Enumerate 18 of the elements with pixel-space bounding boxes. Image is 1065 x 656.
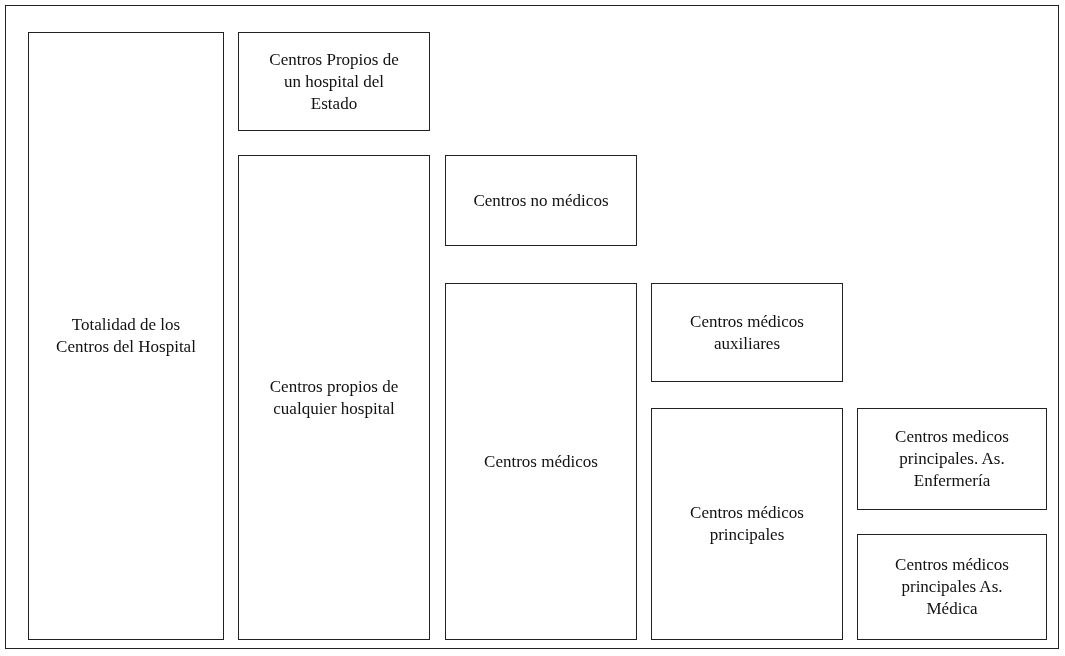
- box-label: Centros propios de cualquier hospital: [268, 375, 400, 420]
- box-label: Centros médicos principales As. Médica: [894, 554, 1010, 620]
- box-label: Centros medicos principales. As. Enfermería: [894, 426, 1010, 492]
- category-box: [28, 32, 224, 640]
- box-label: Centros médicos: [483, 450, 599, 473]
- category-box: [238, 32, 430, 131]
- category-box: [651, 408, 843, 640]
- category-box: [445, 155, 637, 246]
- box-label: Centros médicos principales: [689, 502, 805, 546]
- category-box: [651, 283, 843, 382]
- box-label: Centros Propios de un hospital del Estado: [268, 48, 400, 115]
- box-label: Centros no médicos: [472, 189, 610, 212]
- category-box: [857, 534, 1047, 640]
- category-box: [857, 408, 1047, 510]
- box-label: Centros médicos auxiliares: [689, 310, 805, 355]
- box-label: Totalidad de los Centros del Hospital: [55, 314, 197, 358]
- category-box: [238, 155, 430, 640]
- category-box: [445, 283, 637, 640]
